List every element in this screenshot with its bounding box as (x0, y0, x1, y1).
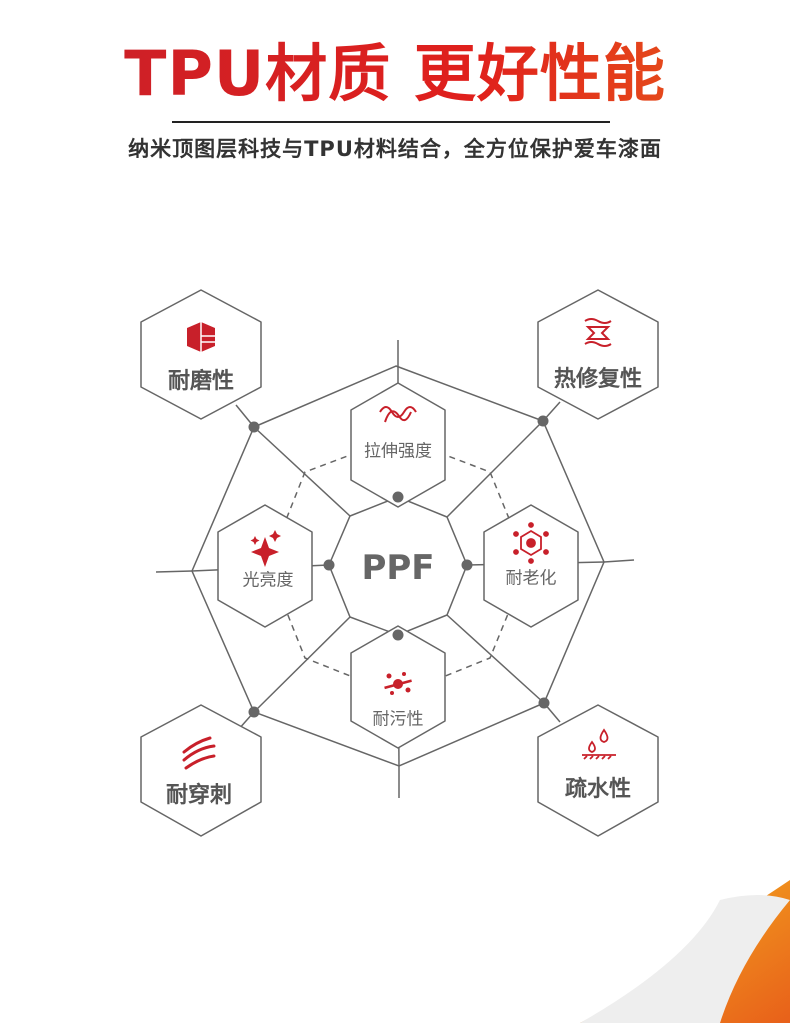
hex-abrasion (140, 289, 262, 420)
feature-gloss-label: 光亮度 (242, 570, 294, 591)
feature-puncture-label: 耐穿刺 (165, 783, 233, 808)
page-curl-decoration (580, 880, 790, 1023)
layered-cube-icon (187, 322, 215, 352)
junction-dots (248, 415, 550, 718)
wave-strength-icon (379, 406, 417, 423)
title-divider (172, 121, 610, 123)
claw-scratch-icon (182, 736, 216, 770)
sparkle-icon (250, 530, 281, 567)
water-drop-icon (582, 728, 616, 760)
feature-tensile-label: 拉伸强度 (364, 441, 432, 462)
center-label: PPF (361, 548, 435, 588)
page-subtitle: 纳米顶图层科技与TPU材料结合，全方位保护爱车漆面 (128, 137, 662, 161)
hex-tensile (350, 382, 446, 508)
page-title: TPU材质 更好性能 (0, 34, 790, 114)
feature-heal-label: 热修复性 (553, 367, 643, 392)
heat-repair-icon (584, 318, 612, 347)
feature-hydro-label: 疏水性 (564, 777, 632, 802)
virus-aging-icon (513, 522, 549, 564)
hex-heal (537, 289, 659, 420)
splatter-stain-icon (384, 672, 412, 695)
feature-aging-label: 耐老化 (505, 568, 557, 589)
hex-aging (483, 504, 579, 628)
hex-hydro (537, 704, 659, 837)
feature-stain-label: 耐污性 (372, 709, 424, 730)
hex-puncture (140, 704, 262, 837)
feature-abrasion-label: 耐磨性 (167, 369, 235, 394)
